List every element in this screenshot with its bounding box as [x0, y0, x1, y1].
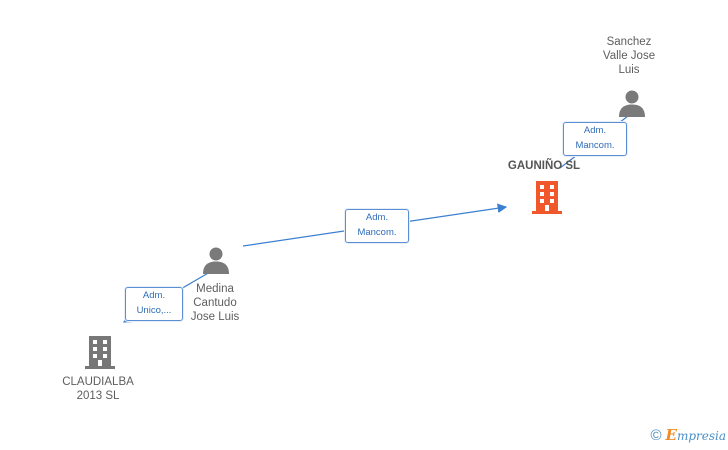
node-label-line: CLAUDIALBA — [62, 376, 134, 388]
brand-logo-text: mpresia — [676, 429, 726, 443]
edge-label-line: Unico,... — [136, 305, 172, 316]
person-icon[interactable] — [617, 88, 647, 118]
edge-label-line: Adm. — [365, 212, 389, 223]
node-label-line: Valle Jose — [602, 50, 656, 62]
edge-label-line: Adm. — [142, 290, 166, 301]
node-label-line: Cantudo — [193, 297, 237, 309]
building-icon[interactable] — [84, 334, 116, 370]
node-label-line: Jose Luis — [190, 311, 240, 323]
footer-brand: © Empresia — [650, 426, 726, 444]
node-label-line: 2013 SL — [76, 390, 120, 402]
brand-logo[interactable]: Empresia — [666, 426, 727, 444]
edge-label-sanchez-gaunino[interactable]: Adm. Mancom. — [563, 122, 627, 156]
edge-label-line: Mancom. — [575, 140, 615, 151]
edge-label-line: Adm. — [583, 125, 607, 136]
building-icon[interactable] — [531, 179, 563, 215]
node-label-gaunino: GAUNIÑO SL — [494, 159, 594, 173]
edge-label-medina-gaunino[interactable]: Adm. Mancom. — [345, 209, 409, 243]
node-label-line: Luis — [618, 64, 640, 76]
node-label-line: Medina — [196, 283, 234, 295]
node-label-claudialba: CLAUDIALBA 2013 SL — [48, 375, 148, 403]
node-label-sanchez: Sanchez Valle Jose Luis — [584, 35, 674, 77]
brand-logo-letter: E — [665, 426, 677, 444]
node-label-line: Sanchez — [606, 36, 652, 48]
person-icon[interactable] — [201, 245, 231, 275]
copyright-icon: © — [650, 426, 662, 444]
node-label-medina: Medina Cantudo Jose Luis — [175, 282, 255, 324]
node-label-line: GAUNIÑO SL — [507, 160, 581, 172]
edge-label-medina-claudialba[interactable]: Adm. Unico,... — [125, 287, 183, 321]
edge-label-line: Mancom. — [357, 227, 397, 238]
